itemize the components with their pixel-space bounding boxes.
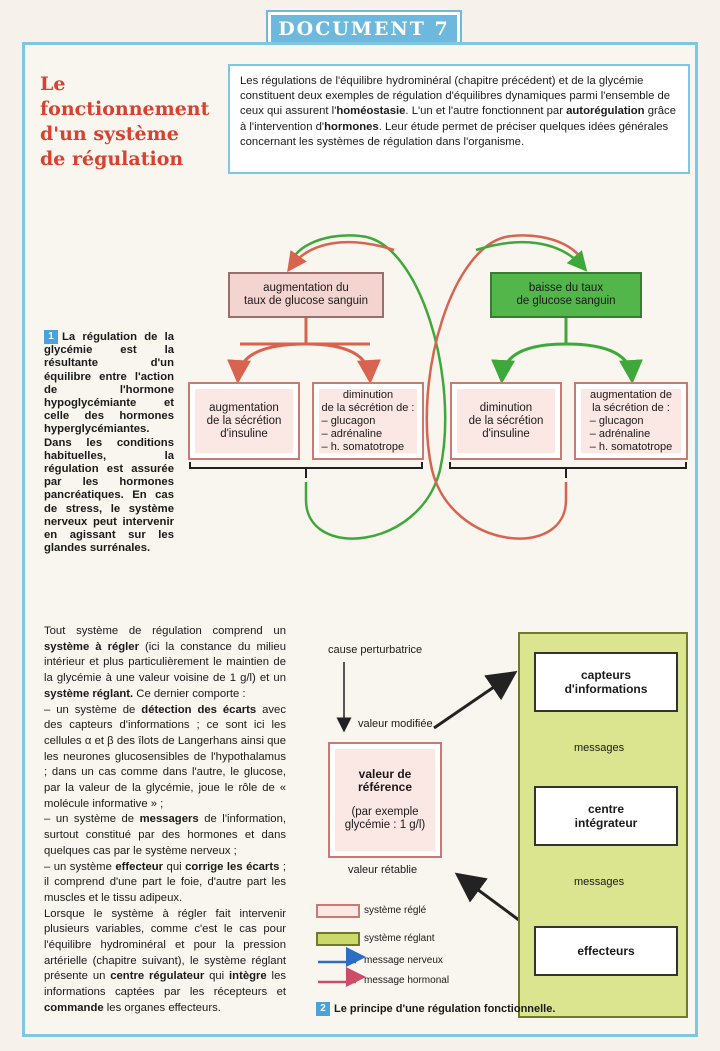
label-messages-2: messages bbox=[574, 876, 625, 888]
legend-nerveux-label: message nerveux bbox=[364, 955, 443, 966]
red-arrow-left bbox=[227, 342, 307, 384]
left-bracket bbox=[189, 462, 423, 478]
green-loop-head bbox=[475, 240, 588, 272]
green-feedback-loop bbox=[288, 234, 447, 540]
red-loop-head bbox=[287, 240, 395, 273]
arrow-to-capteurs bbox=[433, 670, 518, 730]
green-arrow-left bbox=[491, 342, 567, 384]
label-cause: cause perturbatrice bbox=[328, 644, 423, 656]
body-text: Tout système de régulation comprend un s… bbox=[44, 625, 287, 1014]
legend-regle-swatch bbox=[316, 904, 360, 918]
red-arrow-right bbox=[305, 342, 381, 384]
legend-reglant-label: système réglant bbox=[364, 933, 435, 944]
box-effecteurs: effecteurs bbox=[534, 926, 678, 976]
figure1-number: 1 bbox=[44, 330, 58, 344]
label-valeur-retablie: valeur rétablie bbox=[348, 864, 418, 876]
label-messages-1: messages bbox=[574, 742, 625, 754]
right-bracket bbox=[449, 462, 687, 478]
red-branch-line bbox=[240, 318, 370, 346]
page-title: Le fonctionnement d'un système de régula… bbox=[40, 73, 210, 170]
green-arrow-right bbox=[565, 342, 643, 384]
document-label: DOCUMENT 7 bbox=[266, 10, 462, 48]
figure2-number: 2 bbox=[316, 1002, 330, 1016]
intro-box: Les régulations de l'équilibre hydrominé… bbox=[228, 64, 690, 174]
legend-reglant-swatch bbox=[316, 932, 360, 946]
box-valeur-reference: valeur de référence (par exemple glycémi… bbox=[328, 742, 442, 858]
legend-regle-label: système réglé bbox=[364, 905, 427, 916]
legend-hormonal-label: message hormonal bbox=[364, 975, 450, 986]
label-valeur-modifiee: valeur modifiée bbox=[358, 718, 433, 730]
red-feedback-loop bbox=[425, 234, 586, 540]
